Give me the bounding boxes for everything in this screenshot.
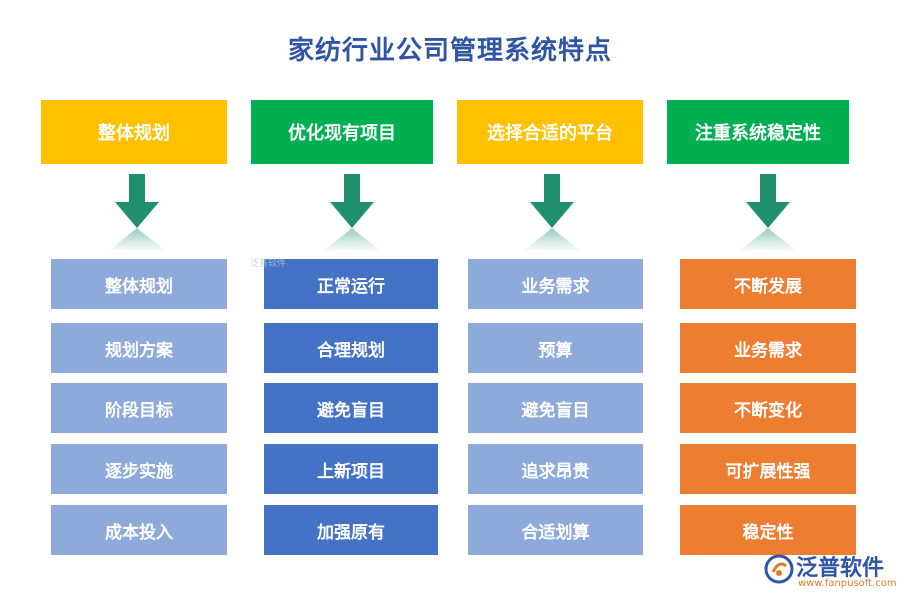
item-col4-4: 可扩展性强 (680, 444, 856, 494)
item-col1-5: 成本投入 (51, 505, 227, 555)
arrow-reflection (522, 228, 582, 252)
down-arrow-icon (746, 174, 790, 228)
arrow-reflection (107, 228, 167, 252)
arrow-reflection (738, 228, 798, 252)
watermark-text: 泛普软件 (250, 259, 287, 269)
brand-logo: 泛普软件 www.fanpusoft.com (758, 550, 897, 592)
item-col4-1: 不断发展 (680, 259, 856, 309)
item-col3-4: 追求昂贵 (468, 444, 643, 494)
item-col1-2: 规划方案 (51, 323, 227, 373)
down-arrow-icon (330, 174, 374, 228)
down-arrow-icon (115, 174, 159, 228)
brand-name: 泛普软件 (796, 556, 885, 581)
item-col2-4: 上新项目 (264, 444, 438, 494)
item-col1-4: 逐步实施 (51, 444, 227, 494)
header-choose-platform: 选择合适的平台 (457, 100, 643, 164)
item-col2-5: 加强原有 (264, 505, 438, 555)
item-col3-2: 预算 (468, 323, 643, 373)
item-col2-2: 合理规划 (264, 323, 438, 373)
header-system-stability: 注重系统稳定性 (667, 100, 849, 164)
item-col2-3: 避免盲目 (264, 383, 438, 433)
brand-mark-icon (764, 554, 794, 584)
header-overall-planning: 整体规划 (41, 100, 227, 164)
item-col1-3: 阶段目标 (51, 383, 227, 433)
header-optimize-projects: 优化现有项目 (251, 100, 433, 164)
page-title: 家纺行业公司管理系统特点 (287, 36, 612, 66)
item-col1-1: 整体规划 (51, 259, 227, 309)
item-col4-5: 稳定性 (680, 505, 856, 555)
item-col3-5: 合适划算 (468, 505, 643, 555)
item-col3-1: 业务需求 (468, 259, 643, 309)
item-col2-1: 正常运行 (264, 259, 438, 309)
item-col4-3: 不断变化 (680, 383, 856, 433)
down-arrow-icon (530, 174, 574, 228)
item-col3-3: 避免盲目 (468, 383, 643, 433)
arrow-reflection (322, 228, 382, 252)
item-col4-2: 业务需求 (680, 323, 856, 373)
brand-url: www.fanpusoft.com (798, 578, 897, 589)
